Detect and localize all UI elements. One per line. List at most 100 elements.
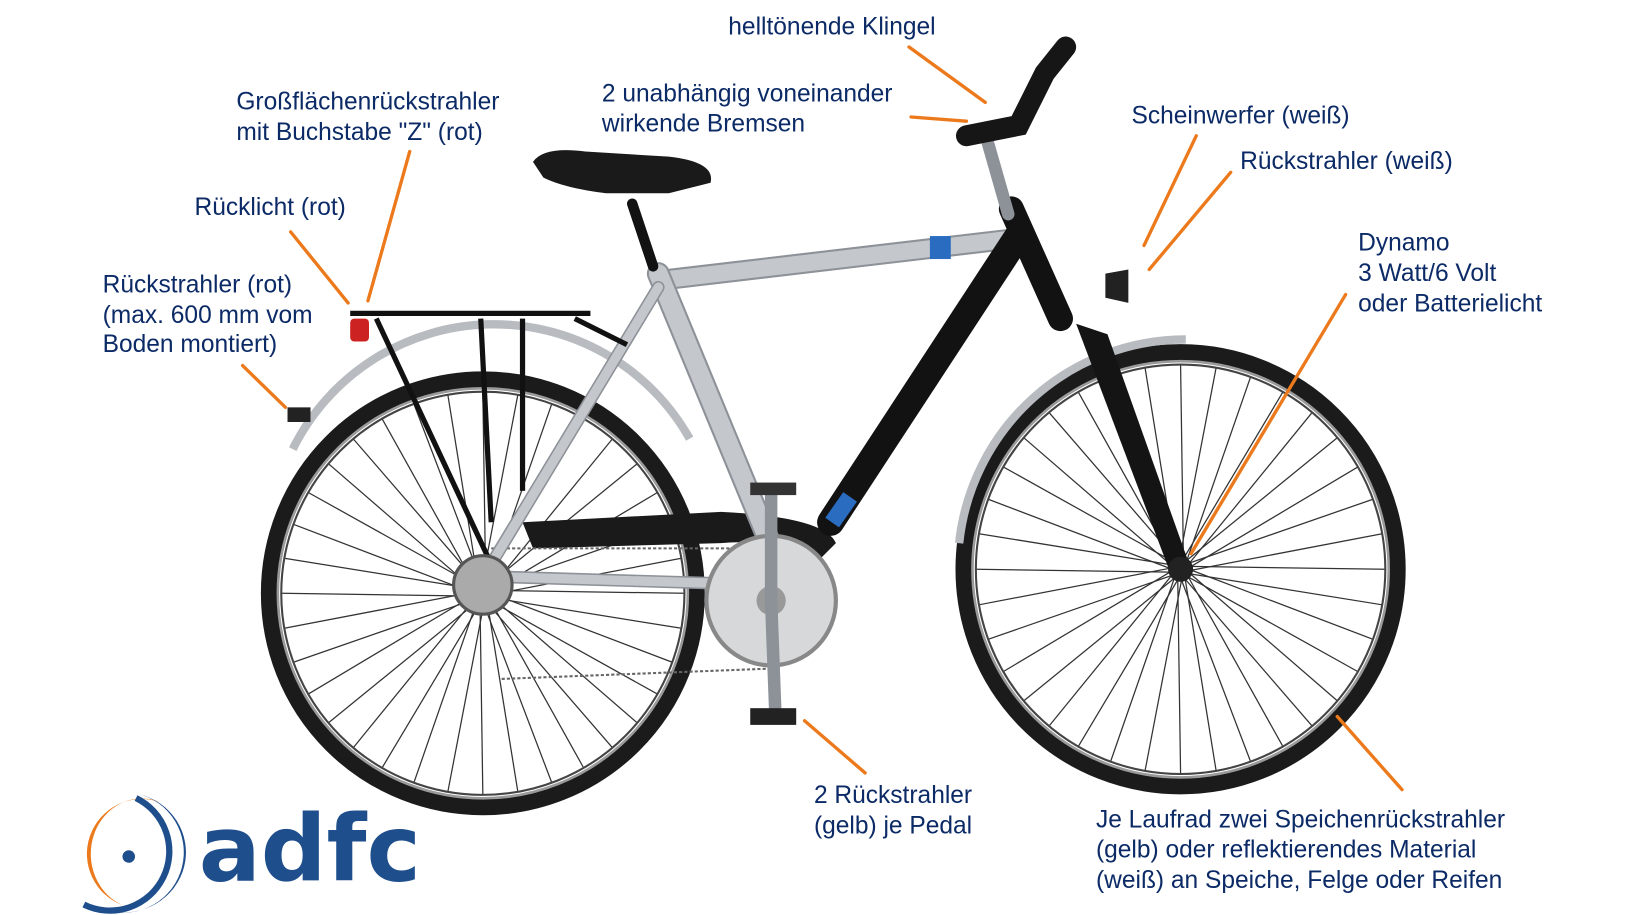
spoke [293, 523, 475, 594]
spoke [486, 600, 519, 792]
tire [955, 344, 1406, 795]
logo-orange-arc [86, 798, 161, 906]
leader-front-reflector [1147, 170, 1233, 272]
rear-light [350, 318, 369, 342]
label-pedal-reflectors: (gelb) je Pedal [814, 813, 972, 840]
spoke [1186, 498, 1374, 565]
label-dynamo: Dynamo [1358, 230, 1449, 257]
spoke [489, 596, 682, 629]
label-pedal-reflectors: 2 Rückstrahler [814, 782, 972, 809]
hub-dynamo [1168, 556, 1194, 582]
spoke [1185, 575, 1359, 673]
spoke [1077, 577, 1180, 747]
spoke [490, 595, 638, 724]
spoke [1178, 367, 1217, 562]
spoke [1187, 572, 1383, 606]
spoke [381, 601, 482, 769]
spoke [1184, 437, 1338, 563]
leader-headlight [1142, 134, 1198, 248]
spoke [485, 600, 613, 749]
spoke [975, 568, 1173, 573]
handlebar [956, 36, 1077, 147]
leader-rear-reflector [240, 363, 288, 410]
spoke [328, 463, 476, 591]
spoke [284, 557, 476, 590]
spoke [987, 574, 1175, 640]
label-rear-reflector: (max. 600 mm vom [103, 302, 313, 329]
spoke [489, 438, 613, 590]
headlight [1105, 269, 1129, 303]
rim [969, 358, 1392, 781]
rim [974, 363, 1387, 776]
labels: helltönende Klingel 2 unabhängig voneina… [103, 13, 1543, 893]
pedal [750, 482, 797, 496]
spoke [487, 599, 658, 695]
spoke [1109, 575, 1176, 762]
front-fender [954, 335, 1186, 544]
rear-fender [288, 320, 694, 452]
spoke [447, 394, 480, 587]
spoke [1188, 565, 1386, 570]
leader-dynamo [1189, 292, 1348, 556]
logo-text: adfc [199, 796, 421, 903]
spoke [447, 601, 485, 792]
spoke [413, 599, 479, 783]
spoke [1188, 571, 1338, 702]
spoke [352, 438, 481, 586]
label-rear-light: Rücklicht (rot) [195, 194, 346, 221]
spoke [1182, 576, 1313, 727]
spoke [490, 592, 673, 663]
leader-lines [240, 45, 1404, 792]
label-large-reflector: Großflächenrückstrahler [236, 89, 499, 116]
leader-large-reflector [366, 149, 412, 303]
spoke [1187, 412, 1313, 566]
pedal [750, 708, 797, 725]
spoke [1181, 391, 1284, 562]
label-spoke-reflectors: (weiß) an Speiche, Felge oder Reifen [1096, 867, 1502, 894]
label-headlight: Scheinwerfer (weiß) [1131, 102, 1349, 129]
label-dynamo: 3 Watt/6 Volt [1358, 260, 1496, 287]
label-large-reflector: mit Buchstabe "Z" (rot) [236, 119, 482, 146]
label-bell: helltönende Klingel [728, 13, 935, 40]
spoke [1002, 570, 1173, 673]
label-front-reflector: Rückstrahler (weiß) [1240, 148, 1453, 175]
frame-decal [929, 236, 951, 260]
spoke [307, 491, 478, 588]
spoke [1185, 376, 1252, 564]
leader-spoke [1335, 714, 1404, 792]
label-brakes: 2 unabhängig voneinander [602, 80, 893, 107]
spoke [293, 598, 477, 663]
spoke [1023, 437, 1174, 567]
spoke [1177, 577, 1182, 774]
leader-bell [907, 45, 987, 105]
leader-brakes [909, 115, 969, 123]
logo-dot [122, 850, 136, 863]
spoke [1023, 576, 1177, 702]
spoke [1179, 577, 1252, 762]
spoke [281, 592, 476, 597]
frame-decal [825, 492, 857, 528]
spoke [1048, 573, 1174, 727]
spoke [490, 589, 685, 594]
label-spoke-reflectors: Je Laufrad zwei Speichenrückstrahler [1096, 806, 1505, 833]
spoke [307, 594, 475, 695]
label-dynamo: oder Batterielicht [1358, 290, 1542, 317]
spoke [1188, 568, 1374, 640]
spoke [1144, 577, 1183, 771]
spoke [987, 498, 1173, 570]
luggage-rack [350, 310, 629, 566]
spoke [488, 598, 585, 769]
label-brakes: wirkende Bremsen [601, 111, 805, 138]
spoke [1002, 466, 1176, 564]
spoke [381, 418, 477, 589]
spoke [1188, 466, 1359, 569]
spoke [352, 597, 477, 749]
front-fork [1076, 323, 1192, 573]
spoke [978, 567, 1173, 606]
spoke [1048, 412, 1179, 562]
bicycle-illustration [260, 36, 1406, 816]
spoke [978, 533, 1174, 566]
spoke [1186, 574, 1284, 747]
chain [501, 667, 774, 680]
label-spoke-reflectors: (gelb) oder reflektierendes Material [1096, 837, 1476, 864]
